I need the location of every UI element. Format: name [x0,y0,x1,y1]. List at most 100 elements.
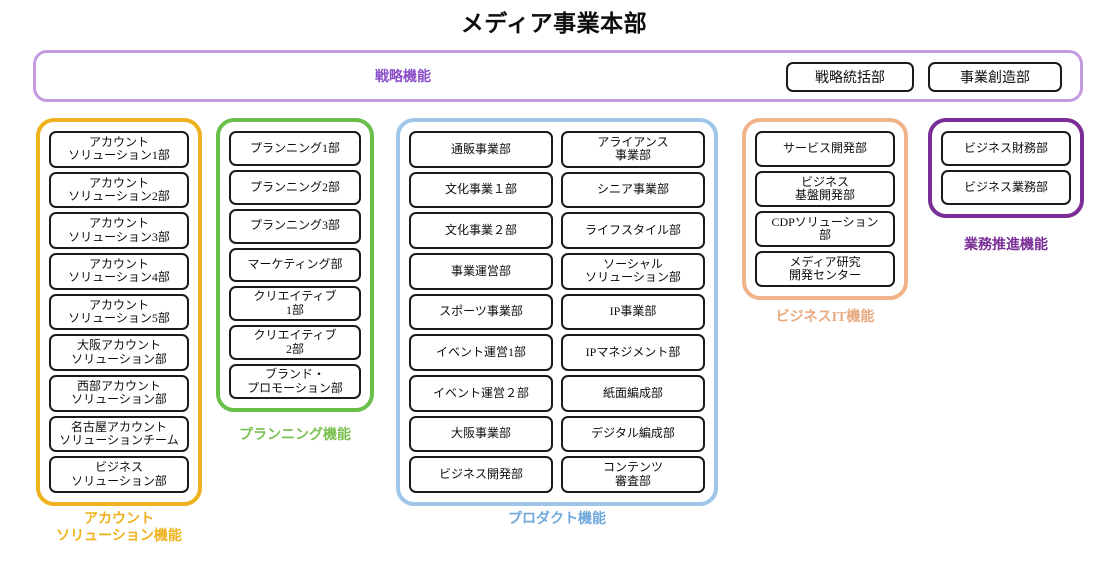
org-node-line: IPマネジメント部 [585,344,681,359]
org-node-line: ソリューション2部 [68,189,170,203]
org-node-line: 事業部 [614,148,651,163]
column-label-line: ビジネスIT機能 [775,310,875,325]
org-node[interactable]: 文化事業２部 [409,212,553,250]
column-label-line: 業務推進機能 [964,238,1048,253]
org-node[interactable]: アライアンス事業部 [561,131,705,168]
org-node-line: 文化事業２部 [444,222,517,237]
org-node-line: イベント運営1部 [435,344,526,359]
org-node-line: クリエイティブ [253,328,337,343]
org-node[interactable]: マーケティング部 [229,247,361,283]
org-node-line: アカウント [88,216,149,231]
org-node-line: 開発センター [788,268,861,282]
strategy-function-label: 戦略機能 [375,70,431,85]
org-node[interactable]: サービス開発部 [755,131,895,167]
org-node[interactable]: イベント運営1部 [409,334,553,372]
org-node-line: 西部アカウント [76,378,161,393]
org-node-line: プランニング2部 [249,179,340,194]
org-node-line: ソリューション5部 [68,311,170,326]
column-product: 通販事業部文化事業１部文化事業２部事業運営部スポーツ事業部イベント運営1部イベン… [396,118,718,506]
org-node-line: イベント運営２部 [432,385,529,400]
org-node[interactable]: ビジネス開発部 [409,456,553,494]
org-node-line: ビジネス業務部 [963,179,1048,194]
org-node[interactable]: アカウントソリューション2部 [49,171,189,209]
org-node-line: 文化事業１部 [444,182,517,197]
org-node-line: クリエイティブ [253,289,337,304]
org-node-line: 事業運営部 [450,263,511,278]
org-node[interactable]: ソーシャルソリューション部 [561,253,705,290]
org-node-line: ソリューション1部 [68,148,170,163]
org-node-line: 名古屋アカウント [70,419,167,434]
org-node[interactable]: ビジネス業務部 [941,170,1071,205]
org-node-line: コンテンツ [602,460,663,475]
org-node[interactable]: 大阪アカウントソリューション部 [49,334,189,372]
org-node-line: 部 [818,228,831,242]
org-node[interactable]: 文化事業１部 [409,171,553,209]
org-node[interactable]: アカウントソリューション4部 [49,253,189,290]
column-label-line: ソリューション機能 [56,528,182,544]
strategy-box-jigyou-souzou[interactable]: 事業創造部 [928,62,1062,92]
org-node-line: ソリューション部 [71,392,167,407]
org-node[interactable]: 紙面編成部 [561,375,705,412]
org-node-line: アカウント [88,297,149,312]
org-node[interactable]: アカウントソリューション5部 [49,293,189,331]
org-node-line: マーケティング部 [247,257,343,272]
org-node-line: アカウント [88,134,149,149]
org-node[interactable]: 事業運営部 [409,253,553,290]
org-node-line: ビジネス [94,460,143,475]
org-node[interactable]: 大阪事業部 [409,415,553,453]
org-node[interactable]: プランニング3部 [229,208,361,244]
column-operations: ビジネス財務部ビジネス業務部 [928,118,1084,218]
org-node-line: スポーツ事業部 [439,304,523,319]
org-node[interactable]: アカウントソリューション3部 [49,212,189,250]
org-node[interactable]: ライフスタイル部 [561,212,705,250]
column-account-solution: アカウントソリューション1部アカウントソリューション2部アカウントソリューション… [36,118,202,506]
org-node-line: メディア研究 [789,254,861,269]
org-node[interactable]: スポーツ事業部 [409,293,553,331]
strategy-box-senryaku-toukatsu[interactable]: 戦略統括部 [786,62,914,92]
org-node-line: アカウント [88,175,149,190]
org-node[interactable]: 西部アカウントソリューション部 [49,375,189,412]
org-node[interactable]: 通販事業部 [409,131,553,168]
org-node-line: シニア事業部 [596,182,669,197]
org-node-line: 大阪事業部 [450,426,511,441]
org-node-line: 1部 [285,302,304,317]
column-product-nodes: 通販事業部文化事業１部文化事業２部事業運営部スポーツ事業部イベント運営1部イベン… [400,122,714,502]
org-node[interactable]: ビジネス基盤開発部 [755,171,895,207]
org-node[interactable]: プランニング1部 [229,131,361,166]
org-node[interactable]: IP事業部 [561,293,705,331]
org-node-line: ソリューション3部 [68,229,170,244]
org-node[interactable]: シニア事業部 [561,171,705,209]
org-node-line: デジタル編成部 [591,426,675,441]
org-node-line: 紙面編成部 [602,385,663,400]
column-label-product: プロダクト機能 [456,512,658,529]
org-node-line: アカウント [88,256,149,271]
org-node[interactable]: ビジネス財務部 [941,131,1071,166]
column-label-line: アカウント [84,512,154,527]
org-node-line: プランニング1部 [249,140,340,155]
org-node-line: プランニング3部 [249,218,340,233]
org-node[interactable]: CDPソリューション部 [755,211,895,247]
org-node[interactable]: ブランド・プロモーション部 [229,364,361,400]
org-node-line: プロモーション部 [247,380,343,395]
page-title: メディア事業本部 [460,11,648,36]
org-node[interactable]: アカウントソリューション1部 [49,131,189,168]
org-node[interactable]: イベント運営２部 [409,375,553,412]
org-node[interactable]: プランニング2部 [229,169,361,205]
org-node[interactable]: メディア研究開発センター [755,251,895,287]
org-node-line: ソリューション4部 [68,270,170,285]
org-node[interactable]: ビジネスソリューション部 [49,456,189,494]
org-node[interactable]: 名古屋アカウントソリューションチーム [49,415,189,453]
org-node-line: サービス開発部 [782,141,867,156]
org-node[interactable]: IPマネジメント部 [561,334,705,372]
org-node[interactable]: デジタル編成部 [561,415,705,453]
org-node-line: ソリューションチーム [59,433,179,448]
org-node[interactable]: コンテンツ審査部 [561,456,705,494]
org-node-line: 2部 [285,341,304,356]
